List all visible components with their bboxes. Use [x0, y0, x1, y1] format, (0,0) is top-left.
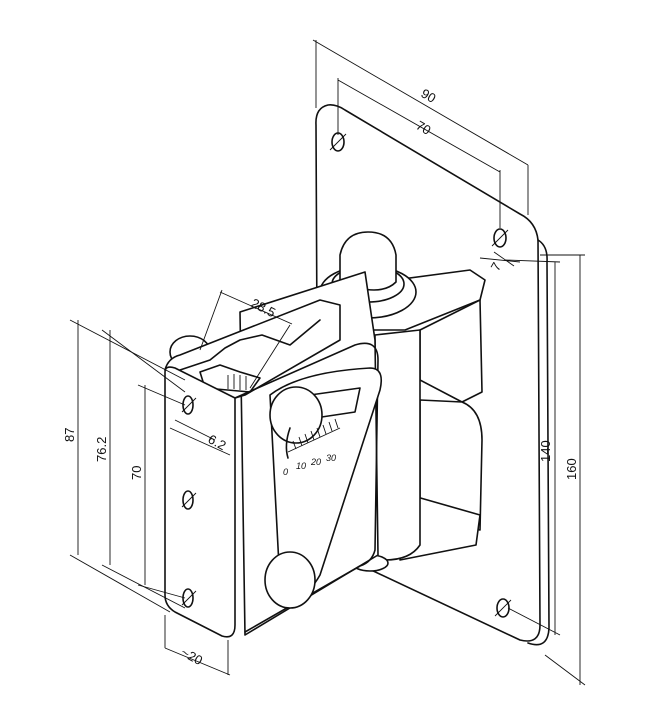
scale-label-20: 20	[310, 457, 321, 467]
dim-plate-height: 160	[564, 458, 579, 480]
dim-bracket-hole-outer: 76.2	[94, 437, 109, 462]
dim-plate-width: 90	[419, 86, 439, 106]
scale-label-10: 10	[296, 461, 306, 471]
bracket-hole-top	[182, 395, 194, 415]
lock-knob	[264, 551, 316, 609]
dim-bracket-depth: ~20	[179, 644, 206, 668]
front-face	[164, 366, 236, 638]
pivot-shaft	[374, 329, 421, 561]
bracket-hole-middle	[182, 490, 194, 510]
dim-bracket-hole-spacing: 70	[129, 466, 144, 480]
scale-label-0: 0	[283, 467, 288, 477]
dim-bracket-height: 87	[62, 428, 77, 442]
adjust-knob	[269, 386, 323, 444]
dim-bracket-hole-offset: 6.2	[206, 431, 229, 453]
scale-label-30: 30	[326, 453, 336, 463]
dimension-lines	[69, 39, 586, 686]
bracket-hole-bottom	[182, 588, 194, 608]
dim-hole-spacing-horizontal: 70	[414, 118, 434, 138]
speaker-bracket	[164, 271, 383, 638]
dim-hole-spacing-vertical: 140	[538, 440, 553, 462]
